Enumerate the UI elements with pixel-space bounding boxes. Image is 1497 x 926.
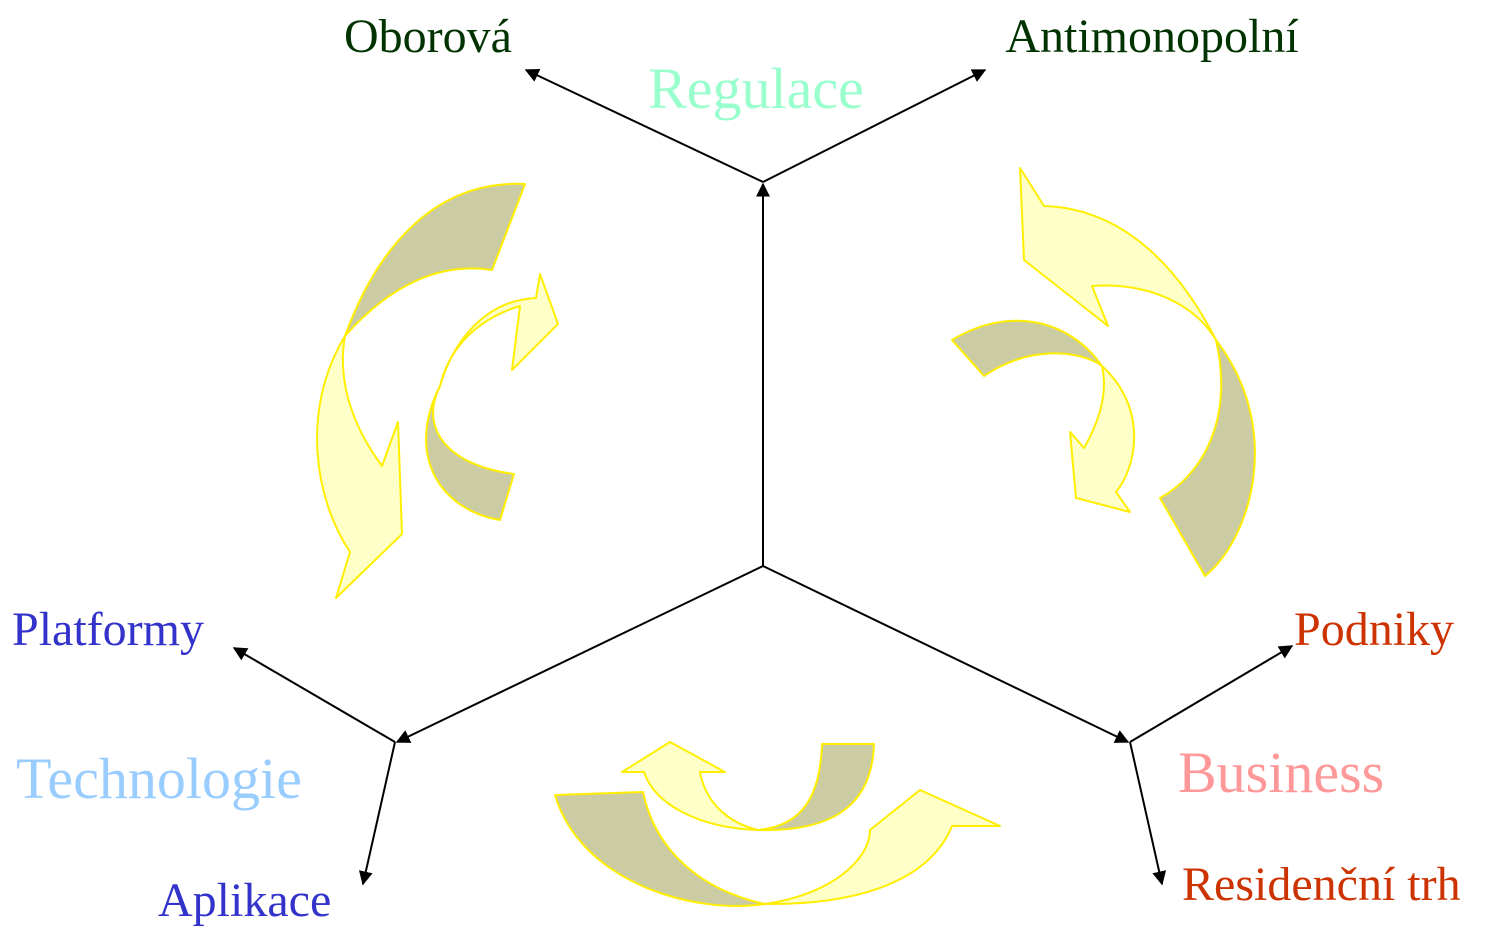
curved-arrow-icon bbox=[951, 319, 1103, 377]
curved-arrow-icon bbox=[1069, 365, 1136, 513]
axis-business bbox=[762, 565, 1130, 743]
curved-arrow-icon bbox=[344, 182, 526, 337]
curved-arrow-icon bbox=[1159, 339, 1256, 577]
curved-arrow-icon bbox=[757, 743, 875, 832]
cycle-arrows-right bbox=[951, 167, 1256, 577]
curved-arrow-icon bbox=[554, 791, 766, 907]
dimension-title-business: Business bbox=[1178, 740, 1384, 805]
dimension-title-regulace: Regulace bbox=[648, 56, 864, 121]
branch-antimonopolni-arrow bbox=[762, 69, 987, 183]
branch-label-podniky: Podniky bbox=[1294, 603, 1454, 656]
branch-label-oborova: Oborová bbox=[344, 10, 512, 63]
curved-arrow-icon bbox=[1019, 167, 1217, 341]
axis-technologie bbox=[395, 565, 764, 743]
branch-oborova-arrow bbox=[524, 69, 764, 183]
curved-arrow-icon bbox=[764, 789, 1001, 906]
axes bbox=[395, 182, 1130, 743]
curved-arrow-icon bbox=[316, 335, 403, 599]
dimension-title-technologie: Technologie bbox=[16, 746, 302, 811]
branch-aplikace-arrow bbox=[358, 741, 396, 886]
branch-label-platformy: Platformy bbox=[12, 603, 204, 656]
branches bbox=[232, 69, 1294, 886]
curved-arrow-icon bbox=[621, 741, 759, 831]
curved-arrow-icon bbox=[425, 385, 515, 521]
branch-residencni-arrow bbox=[1129, 741, 1167, 886]
branch-label-residencni-trh: Residenční trh bbox=[1182, 858, 1461, 911]
curved-arrow-icon bbox=[439, 273, 559, 387]
branch-label-aplikace: Aplikace bbox=[158, 874, 331, 926]
branch-label-antimonopolni: Antimonopolní bbox=[1005, 10, 1298, 63]
labels: Regulace Oborová Antimonopolní Technolog… bbox=[12, 10, 1461, 926]
cycle-arrows-bottom bbox=[554, 741, 1001, 907]
branch-podniky-arrow bbox=[1129, 645, 1294, 743]
branch-platformy-arrow bbox=[232, 647, 396, 743]
cycle-arrows-left bbox=[316, 182, 559, 599]
